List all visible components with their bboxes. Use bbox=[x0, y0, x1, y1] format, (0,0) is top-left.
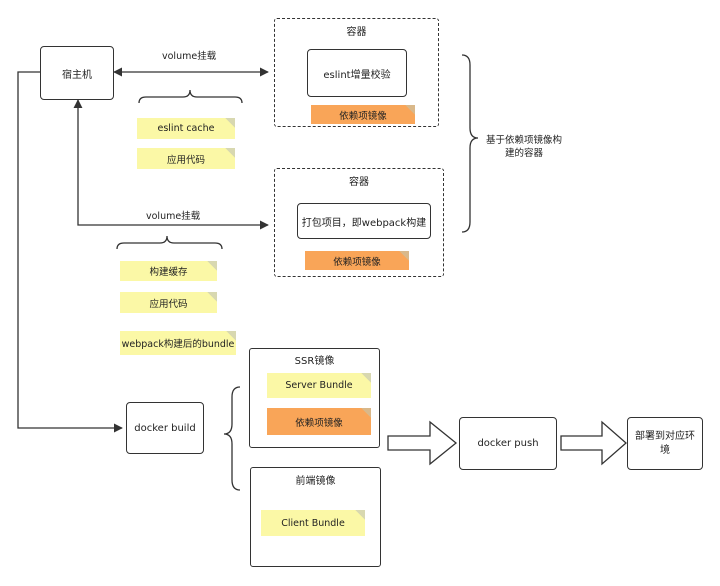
deploy-hollow-arrow bbox=[560, 420, 627, 466]
volume-brace-bottom bbox=[116, 235, 223, 250]
frontend-image-frame bbox=[250, 467, 381, 567]
containers-brace-label: 基于依赖项镜像构建的容器 bbox=[486, 135, 563, 159]
deploy-node: 部署到对应环境 bbox=[627, 417, 703, 470]
container-2-image: 依赖项镜像 bbox=[305, 251, 409, 270]
container-1-title: 容器 bbox=[346, 27, 367, 38]
volume-brace-top bbox=[138, 89, 243, 104]
container-2-task: 打包项目，即webpack构建 bbox=[297, 203, 431, 239]
container-1 bbox=[274, 18, 439, 127]
container-2 bbox=[274, 168, 444, 277]
volume-file-top-2: 应用代码 bbox=[137, 148, 235, 169]
container-1-image: 依赖项镜像 bbox=[311, 105, 415, 124]
ssr-image-title: SSR镜像 bbox=[294, 356, 335, 367]
docker-build-node: docker build bbox=[126, 402, 204, 454]
volume-file-top-1: eslint cache bbox=[137, 118, 235, 139]
docker-push-node: docker push bbox=[459, 417, 557, 470]
frontend-client-bundle: Client Bundle bbox=[261, 510, 365, 536]
containers-brace bbox=[461, 54, 479, 233]
images-brace bbox=[223, 386, 241, 491]
push-hollow-arrow bbox=[387, 420, 458, 466]
frontend-image-title: 前端镜像 bbox=[295, 476, 336, 487]
ssr-image-frame bbox=[249, 348, 380, 448]
host-container2-arrow bbox=[73, 99, 269, 230]
ssr-dependency-image: 依赖项镜像 bbox=[267, 408, 371, 435]
volume-file-bottom-1: 构建缓存 bbox=[120, 261, 217, 281]
volume-label-bottom: volume挂载 bbox=[146, 211, 201, 222]
ssr-server-bundle: Server Bundle bbox=[267, 373, 371, 398]
container-2-title: 容器 bbox=[349, 177, 369, 188]
volume-label-top: volume挂载 bbox=[162, 51, 217, 62]
host-docker-build-arrow bbox=[17, 71, 123, 433]
volume-file-bottom-3: webpack构建后的bundle bbox=[120, 331, 236, 355]
container-1-task: eslint增量校验 bbox=[307, 49, 407, 97]
volume-file-bottom-2: 应用代码 bbox=[120, 292, 217, 313]
host-node: 宿主机 bbox=[40, 46, 114, 100]
